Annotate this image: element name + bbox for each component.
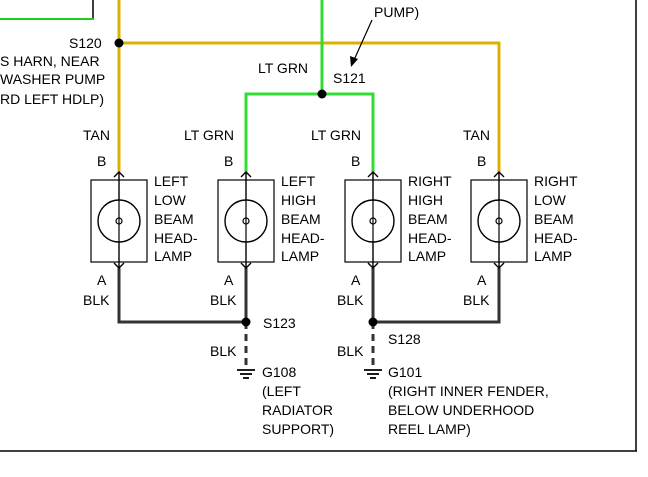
ground-g108-label-line-2: (LEFT (262, 383, 301, 399)
right-low-beam-pin-a: A (477, 272, 487, 288)
right-low-beam-label-line-1: RIGHT (534, 173, 578, 189)
ground-drop-2-wire-color: BLK (337, 343, 364, 359)
right-low-beam-label-line-5: LAMP (534, 248, 572, 264)
left-high-beam-chevron-bottom (240, 262, 252, 269)
right-high-beam-label-line-2: HIGH (408, 192, 443, 208)
left-low-beam-label-line-2: LOW (154, 192, 187, 208)
page-border (0, 0, 637, 452)
splice-s123-dot (241, 317, 251, 327)
ground-g101-label-line-3: BELOW UNDERHOOD (388, 402, 534, 418)
right-low-beam-chevron-top (493, 171, 505, 178)
left-high-beam-label-line-2: HIGH (281, 192, 316, 208)
splice-s121-label: S121 (333, 70, 366, 86)
left-low-beam-chevron-bottom (113, 262, 125, 269)
ground-drop-1-wire-color: BLK (210, 343, 237, 359)
right-high-beam-pin-a: A (351, 272, 361, 288)
right-high-beam-label-line-5: LAMP (408, 248, 446, 264)
left-low-beam-chevron-top (113, 171, 125, 178)
ground-g101-label-line-4: REEL LAMP) (388, 421, 471, 437)
right-low-beam-chevron-bottom (493, 262, 505, 269)
splice-s120-dot (114, 38, 124, 48)
splice-s123-label: S123 (263, 315, 296, 331)
left-high-beam-ground-wire-color: BLK (210, 292, 237, 308)
left-high-beam-label-line-1: LEFT (281, 173, 316, 189)
left-high-beam-label-line-4: HEAD- (281, 230, 325, 246)
lamp-symbols: B A BLK LEFT LOW BEAM HEAD- LAMP B A BLK LEFT HIGH BE… (83, 153, 578, 359)
right-high-beam-chevron-bottom (367, 262, 379, 269)
s121-pointer-arrow (350, 19, 373, 67)
splice-s120-label: S120 (69, 35, 102, 51)
left-low-beam-ground-wire-color: BLK (83, 292, 110, 308)
right-high-beam-label-line-1: RIGHT (408, 173, 452, 189)
right-low-beam-label-line-4: HEAD- (534, 230, 578, 246)
pump-note-fragment: PUMP) (374, 4, 419, 20)
wire-color-left-low: TAN (83, 127, 110, 143)
left-high-beam-pin-a: A (224, 272, 234, 288)
lt-grn-wire-right-high (322, 92, 375, 172)
splice-s128-dot (368, 317, 378, 327)
left-low-beam-label-line-4: HEAD- (154, 230, 198, 246)
blk-wires (117, 268, 501, 368)
splice-s128-label: S128 (388, 331, 421, 347)
wire-color-right-low: TAN (463, 127, 490, 143)
lt-grn-wire-left-high (244, 92, 322, 172)
left-high-beam-label-line-5: LAMP (281, 248, 319, 264)
ground-g101-label-line-1: G101 (388, 364, 422, 380)
blk-wire-right-low (373, 268, 501, 324)
left-low-beam-pin-a: A (97, 272, 107, 288)
right-high-beam-pin-b: B (351, 153, 360, 169)
wire-color-left-high: LT GRN (184, 127, 234, 143)
left-low-beam-label-line-1: LEFT (154, 173, 189, 189)
harness-note-line-3: RD LEFT HDLP) (0, 91, 104, 107)
lt-grn-wires (244, 0, 375, 172)
right-high-beam-chevron-top (367, 171, 379, 178)
harness-note-line-1: S HARN, NEAR (0, 53, 100, 69)
right-low-beam-label-line-2: LOW (534, 192, 567, 208)
tan-wires (117, 0, 501, 172)
left-high-beam-label-line-3: BEAM (281, 211, 321, 227)
harness-note-line-2: WASHER PUMP (0, 71, 105, 87)
ground-g101-symbol (364, 369, 382, 379)
left-low-beam-label-line-3: BEAM (154, 211, 194, 227)
left-low-beam-pin-b: B (97, 153, 106, 169)
left-high-beam-chevron-top (240, 171, 252, 178)
left-low-beam-label-line-5: LAMP (154, 248, 192, 264)
right-high-beam-ground-wire-color: BLK (337, 292, 364, 308)
ground-g101-label-line-2: (RIGHT INNER FENDER, (388, 383, 549, 399)
right-low-beam-label-line-3: BEAM (534, 211, 574, 227)
ground-g108-label-line-4: SUPPORT) (262, 421, 334, 437)
splice-s121-dot (317, 89, 327, 99)
tan-wire-right-low (119, 41, 501, 172)
right-low-beam-pin-b: B (477, 153, 486, 169)
wire-color-right-high: LT GRN (311, 127, 361, 143)
ground-g108-label-line-1: G108 (262, 364, 296, 380)
right-low-beam-ground-wire-color: BLK (463, 292, 490, 308)
upper-component-box-fragment (0, 0, 94, 20)
left-high-beam-pin-b: B (224, 153, 233, 169)
right-high-beam-label-line-3: BEAM (408, 211, 448, 227)
blk-wire-left-low (117, 268, 246, 324)
wire-color-feed-lt-grn: LT GRN (258, 60, 308, 76)
right-high-beam-label-line-4: HEAD- (408, 230, 452, 246)
ground-g108-symbol (237, 369, 255, 379)
ground-g108-label-line-3: RADIATOR (262, 402, 333, 418)
